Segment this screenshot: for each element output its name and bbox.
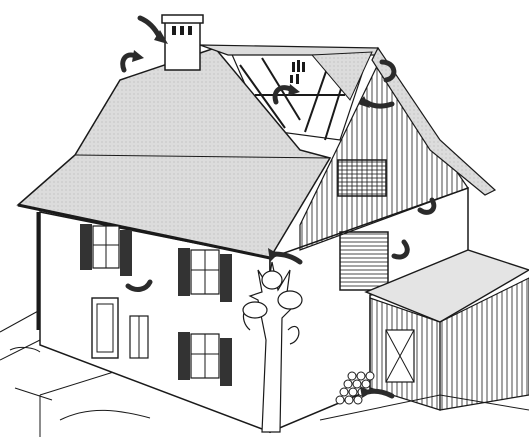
chimney-icon: [162, 15, 203, 70]
curved-arrow-icon: [132, 50, 144, 62]
window-lower-middle: [130, 316, 148, 358]
gable-window-upper: [338, 160, 386, 196]
shutter-window-right: [340, 232, 388, 290]
front-door: [92, 298, 118, 358]
window-upper-right: [178, 248, 232, 302]
window-lower-right: [178, 332, 232, 386]
garage-door: [386, 330, 414, 382]
window-upper-left: [80, 224, 132, 276]
